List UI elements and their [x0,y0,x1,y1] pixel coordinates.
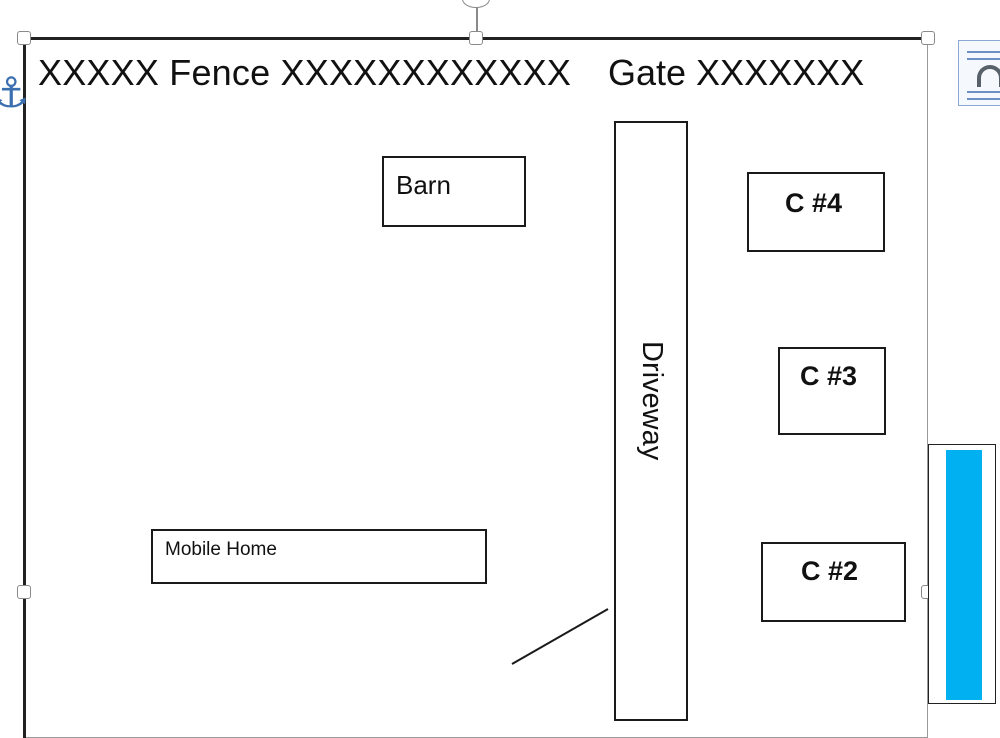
mobile-home-shape[interactable]: Mobile Home [151,529,487,584]
barn-label: Barn [396,170,451,200]
fence-label: XXXXX Fence XXXXXXXXXXXX [38,52,572,93]
resize-handle-top-center[interactable] [469,31,483,45]
driveway-label: Driveway [636,341,668,461]
resize-handle-top-right[interactable] [921,31,935,45]
fence-border-left [23,38,26,738]
c3-label: C #3 [800,361,858,391]
resize-handle-middle-left[interactable] [17,585,31,599]
c3-shape[interactable]: C #3 [778,347,886,435]
c4-shape[interactable]: C #4 [747,172,885,252]
anchor-icon: ⚓ [0,68,30,117]
layout-options-icon[interactable] [958,40,1000,106]
c2-shape[interactable]: C #2 [761,542,906,622]
driveway-shape[interactable]: Driveway [614,121,688,721]
barn-shape[interactable]: Barn [382,156,526,227]
rotate-handle-icon[interactable] [462,0,490,8]
blue-bar-shape[interactable] [946,450,982,700]
c4-label: C #4 [785,188,843,218]
gate-label: Gate XXXXXXX [608,52,865,93]
resize-handle-top-left[interactable] [17,31,31,45]
mobile-home-label: Mobile Home [165,539,277,560]
c2-label: C #2 [801,556,859,586]
rotate-handle-stem [476,4,478,34]
